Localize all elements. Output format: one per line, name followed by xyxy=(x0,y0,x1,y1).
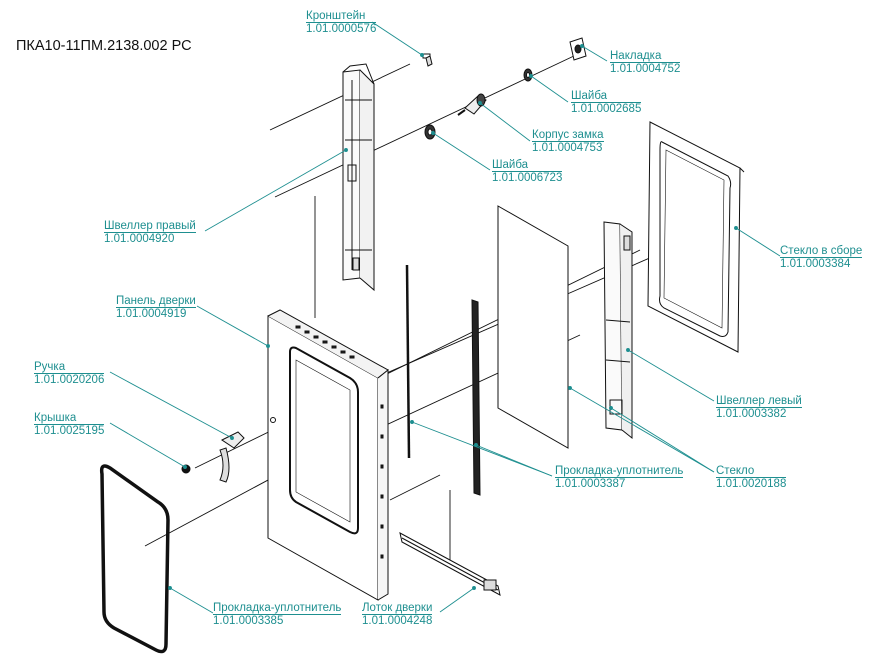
callout-door-tray: Лоток дверки 1.01.0004248 xyxy=(362,602,433,627)
right-channel-part xyxy=(342,63,375,292)
callout-right-channel: Швеллер правый 1.01.0004920 xyxy=(104,220,196,245)
callout-glass-assembly: Стекло в сборе 1.01.0003384 xyxy=(780,245,863,270)
callout-frame-seal: Прокладка-уплотнитель 1.01.0003385 xyxy=(213,602,342,627)
washer-2-part xyxy=(424,124,436,140)
seal-strips-part xyxy=(405,264,481,496)
cover-plate-part xyxy=(569,37,587,61)
callout-seal-strips: Прокладка-уплотнитель 1.01.0003387 xyxy=(555,465,684,490)
callout-lock-body: Корпус замка 1.01.0004753 xyxy=(532,129,604,154)
glass-assembly-part xyxy=(647,121,745,353)
handle-part xyxy=(219,431,245,483)
glass-part xyxy=(497,205,569,449)
callout-bracket: Кронштейн 1.01.0000576 xyxy=(306,10,377,35)
callout-washer-2: Шайба 1.01.0006723 xyxy=(492,159,563,184)
door-tray-part xyxy=(399,532,501,596)
frame-seal-part xyxy=(99,464,170,654)
left-channel-part xyxy=(603,221,633,440)
callout-handle: Ручка 1.01.0020206 xyxy=(34,361,105,386)
callout-cap: Крышка 1.01.0025195 xyxy=(34,412,105,437)
callout-cover-plate: Накладка 1.01.0004752 xyxy=(610,50,681,75)
callout-washer-1: Шайба 1.01.0002685 xyxy=(571,90,642,115)
callout-door-panel: Панель дверки 1.01.0004919 xyxy=(116,295,196,320)
door-panel-part xyxy=(267,309,389,601)
leader-lines xyxy=(109,21,781,614)
callout-left-channel: Швеллер левый 1.01.0003382 xyxy=(716,395,802,420)
callout-glass: Стекло 1.01.0020188 xyxy=(716,465,787,490)
document-code: ПКА10-11ПМ.2138.002 РС xyxy=(16,38,192,54)
bracket-part xyxy=(422,53,433,67)
